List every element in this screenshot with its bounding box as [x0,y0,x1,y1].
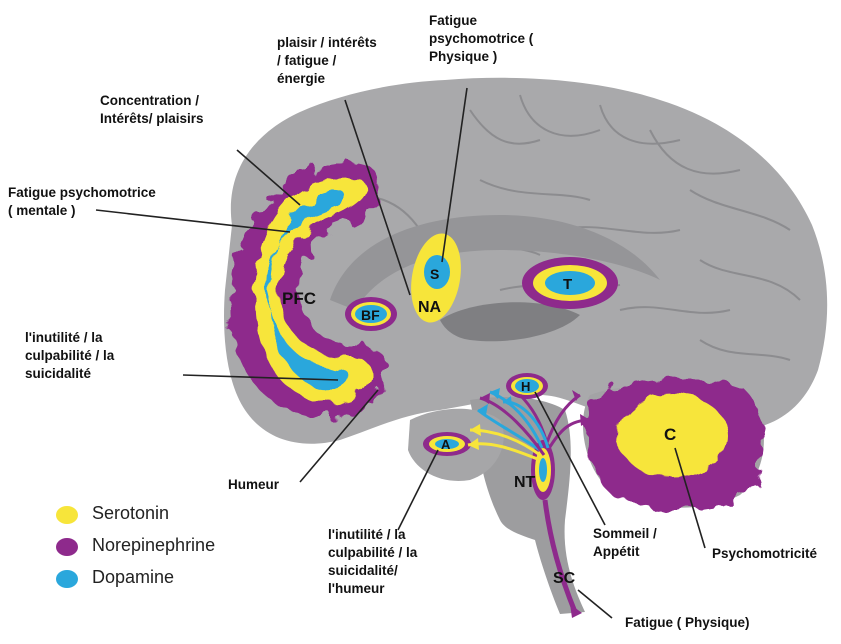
legend-label-norepinephrine: Norepinephrine [92,535,215,556]
region-label-nt: NT [514,474,536,491]
region-label-h: H [521,379,530,394]
region-label-sc: SC [553,570,576,587]
region-label-bf: BF [361,307,380,323]
region-label-t: T [563,276,572,293]
label-fatigue-mentale: Fatigue psychomotrice ( mentale ) [8,184,156,220]
region-label-a: A [441,437,451,452]
legend-label-serotonin: Serotonin [92,503,169,524]
legend-swatch-dopamine [56,570,78,588]
legend-swatch-norepinephrine [56,538,78,556]
label-inutilite-left: l'inutilité / la culpabilité / la suicid… [25,329,114,383]
label-inutilite-bottom: l'inutilité / la culpabilité / la suicid… [328,526,417,598]
legend-swatches [56,506,78,588]
region-label-s: S [430,266,439,282]
label-psychomotricite: Psychomotricité [712,545,817,563]
legend-swatch-serotonin [56,506,78,524]
label-concentration: Concentration / Intérêts/ plaisirs [100,92,204,128]
label-sommeil: Sommeil / Appétit [593,525,657,561]
label-plaisir: plaisir / intérêts / fatigue / énergie [277,34,377,88]
legend-label-dopamine: Dopamine [92,567,174,588]
label-humeur: Humeur [228,476,279,494]
region-label-na: NA [418,299,442,316]
region-label-pfc: PFC [282,289,316,308]
label-fatigue-physique-top: Fatigue psychomotrice ( Physique ) [429,12,533,66]
region-label-c: C [664,425,676,444]
label-fatigue-physique-bottom: Fatigue ( Physique) [625,614,750,632]
